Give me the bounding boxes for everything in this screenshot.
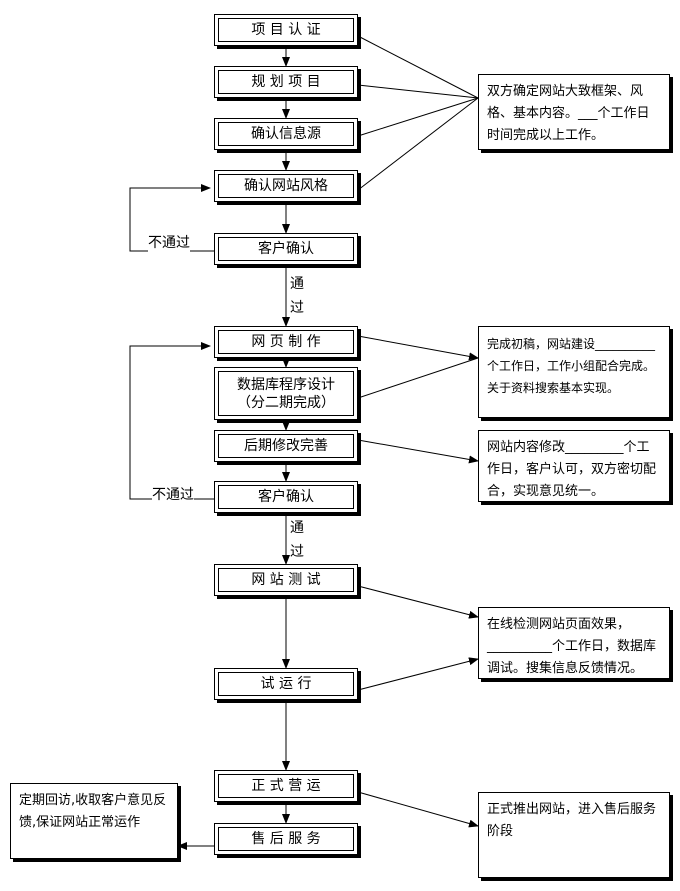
step-plan-project: 规 划 项 目 — [214, 66, 358, 98]
label-pass-1: 通 过 — [290, 276, 304, 316]
link-s4-n1 — [357, 97, 479, 191]
step-after-sales: 售 后 服 务 — [214, 823, 358, 855]
link-s2-n1 — [357, 84, 479, 99]
link-s3-n1 — [357, 97, 479, 137]
link-s12-n5 — [357, 791, 479, 828]
step-launch: 正 式 营 运 — [214, 770, 358, 802]
label-fail-1: 不通过 — [148, 234, 190, 252]
step-trial-run: 试 运 行 — [214, 668, 358, 700]
step-database-design: 数据库程序设计 （分二期完成） — [214, 367, 358, 420]
step-revision: 后期修改完善 — [214, 430, 358, 462]
step-client-confirm-2: 客户确认 — [214, 481, 358, 513]
step-site-test: 网 站 测 试 — [214, 564, 358, 596]
link-s1-n1 — [357, 35, 479, 99]
note-launch: 正式推出网站，进入售后服务阶段 — [478, 792, 670, 878]
step-confirm-style: 确认网站风格 — [214, 170, 358, 202]
step-client-confirm-1: 客户确认 — [214, 233, 358, 265]
label-fail-2: 不通过 — [152, 486, 194, 504]
label-pass-2: 通 过 — [290, 520, 304, 560]
link-s6-n2 — [357, 335, 479, 361]
link-s10-n4 — [357, 585, 479, 619]
link-s11-n4 — [357, 657, 479, 691]
note-planning: 双方确定网站大致框架、风格、基本内容。___个工作日时间完成以上工作。 — [478, 74, 670, 150]
note-production: 完成初稿，网站建设__________个工作日，工作小组配合完成。关于资料搜索基… — [478, 326, 670, 418]
loop-fail-2 — [129, 342, 214, 500]
step-project-cert: 项 目 认 证 — [214, 14, 358, 46]
link-s8-n3 — [357, 439, 479, 464]
link-s7-n2 — [357, 357, 479, 399]
step-confirm-source: 确认信息源 — [214, 118, 358, 150]
note-revision: 网站内容修改_________个工作日，客户认可，双方密切配合，实现意见统一。 — [478, 430, 670, 502]
note-follow-up: 定期回访,收取客户意见反馈,保证网站正常运作 — [10, 783, 178, 859]
step-web-production: 网 页 制 作 — [214, 326, 358, 358]
note-testing: 在线检测网站页面效果，__________个工作日，数据库调试。搜集信息反馈情况… — [478, 607, 670, 679]
